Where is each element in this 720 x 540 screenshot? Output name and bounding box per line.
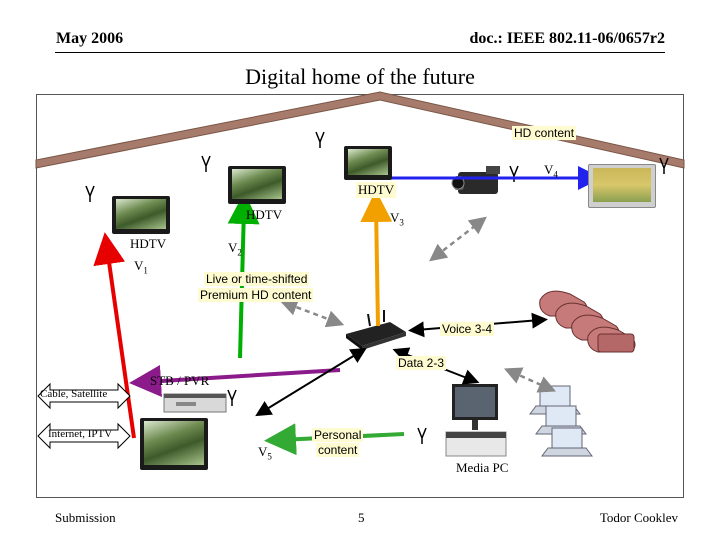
hdtv-mid-label: HDTV <box>246 207 283 222</box>
stb-pvr-label: STB / PVR <box>150 373 210 388</box>
dashed-arrow-laptop <box>504 367 556 393</box>
hdtv-left-label: HDTV <box>130 236 167 251</box>
cable-satellite-label: Cable, Satellite <box>40 388 108 400</box>
v1-label: V1 <box>134 258 148 276</box>
personal-content-label-2: content <box>316 443 360 457</box>
internet-iptv-arrow <box>37 422 131 450</box>
tv-right <box>588 164 656 208</box>
tv-left <box>112 196 170 234</box>
header-doc-id: doc.: IEEE 802.11-06/0657r2 <box>469 30 665 47</box>
live-content-label-1: Live or time-shifted <box>204 272 310 286</box>
house-frame <box>36 94 684 498</box>
media-pc-icon <box>445 384 507 457</box>
v4-label: V4 <box>544 162 558 180</box>
footer-page-number: 5 <box>358 510 365 525</box>
internet-iptv-label: Internet, IPTV <box>48 428 113 440</box>
footer-author: Todor Cooklev <box>599 510 678 525</box>
live-content-label-2: Premium HD content <box>198 288 314 302</box>
roof <box>35 91 685 169</box>
data-link-arrow <box>255 347 367 417</box>
tv-bottom <box>140 418 208 470</box>
camcorder-icon <box>451 166 500 194</box>
dashed-arrow-camcorder <box>429 216 487 262</box>
footer-submission: Submission <box>55 510 116 525</box>
stb-pvr-icon <box>163 393 227 413</box>
dashed-arrow-live <box>279 298 345 328</box>
tv-top <box>344 146 392 180</box>
header-divider <box>55 52 665 53</box>
laptop-icons <box>529 385 593 457</box>
slide-title: Digital home of the future <box>245 64 475 89</box>
data-label: Data 2-3 <box>396 356 447 370</box>
v1-arrow <box>93 232 136 439</box>
hdtv-top-label: HDTV <box>356 182 397 198</box>
v2-label: V2 <box>228 240 242 258</box>
voice-label: Voice 3-4 <box>440 322 495 336</box>
header-date: May 2006 <box>56 30 124 47</box>
cable-satellite-arrow <box>37 382 131 410</box>
antenna-icons <box>85 131 669 444</box>
personal-content-label-1: Personal <box>312 428 364 442</box>
v5-label: V5 <box>258 444 272 462</box>
media-pc-label: Media PC <box>456 460 509 475</box>
phone-icons <box>539 290 636 353</box>
tv-mid <box>228 166 286 204</box>
hd-content-label: HD content <box>512 126 577 140</box>
v3-arrow <box>360 190 393 327</box>
v3-label: V3 <box>390 210 404 228</box>
router-icon <box>346 310 406 350</box>
